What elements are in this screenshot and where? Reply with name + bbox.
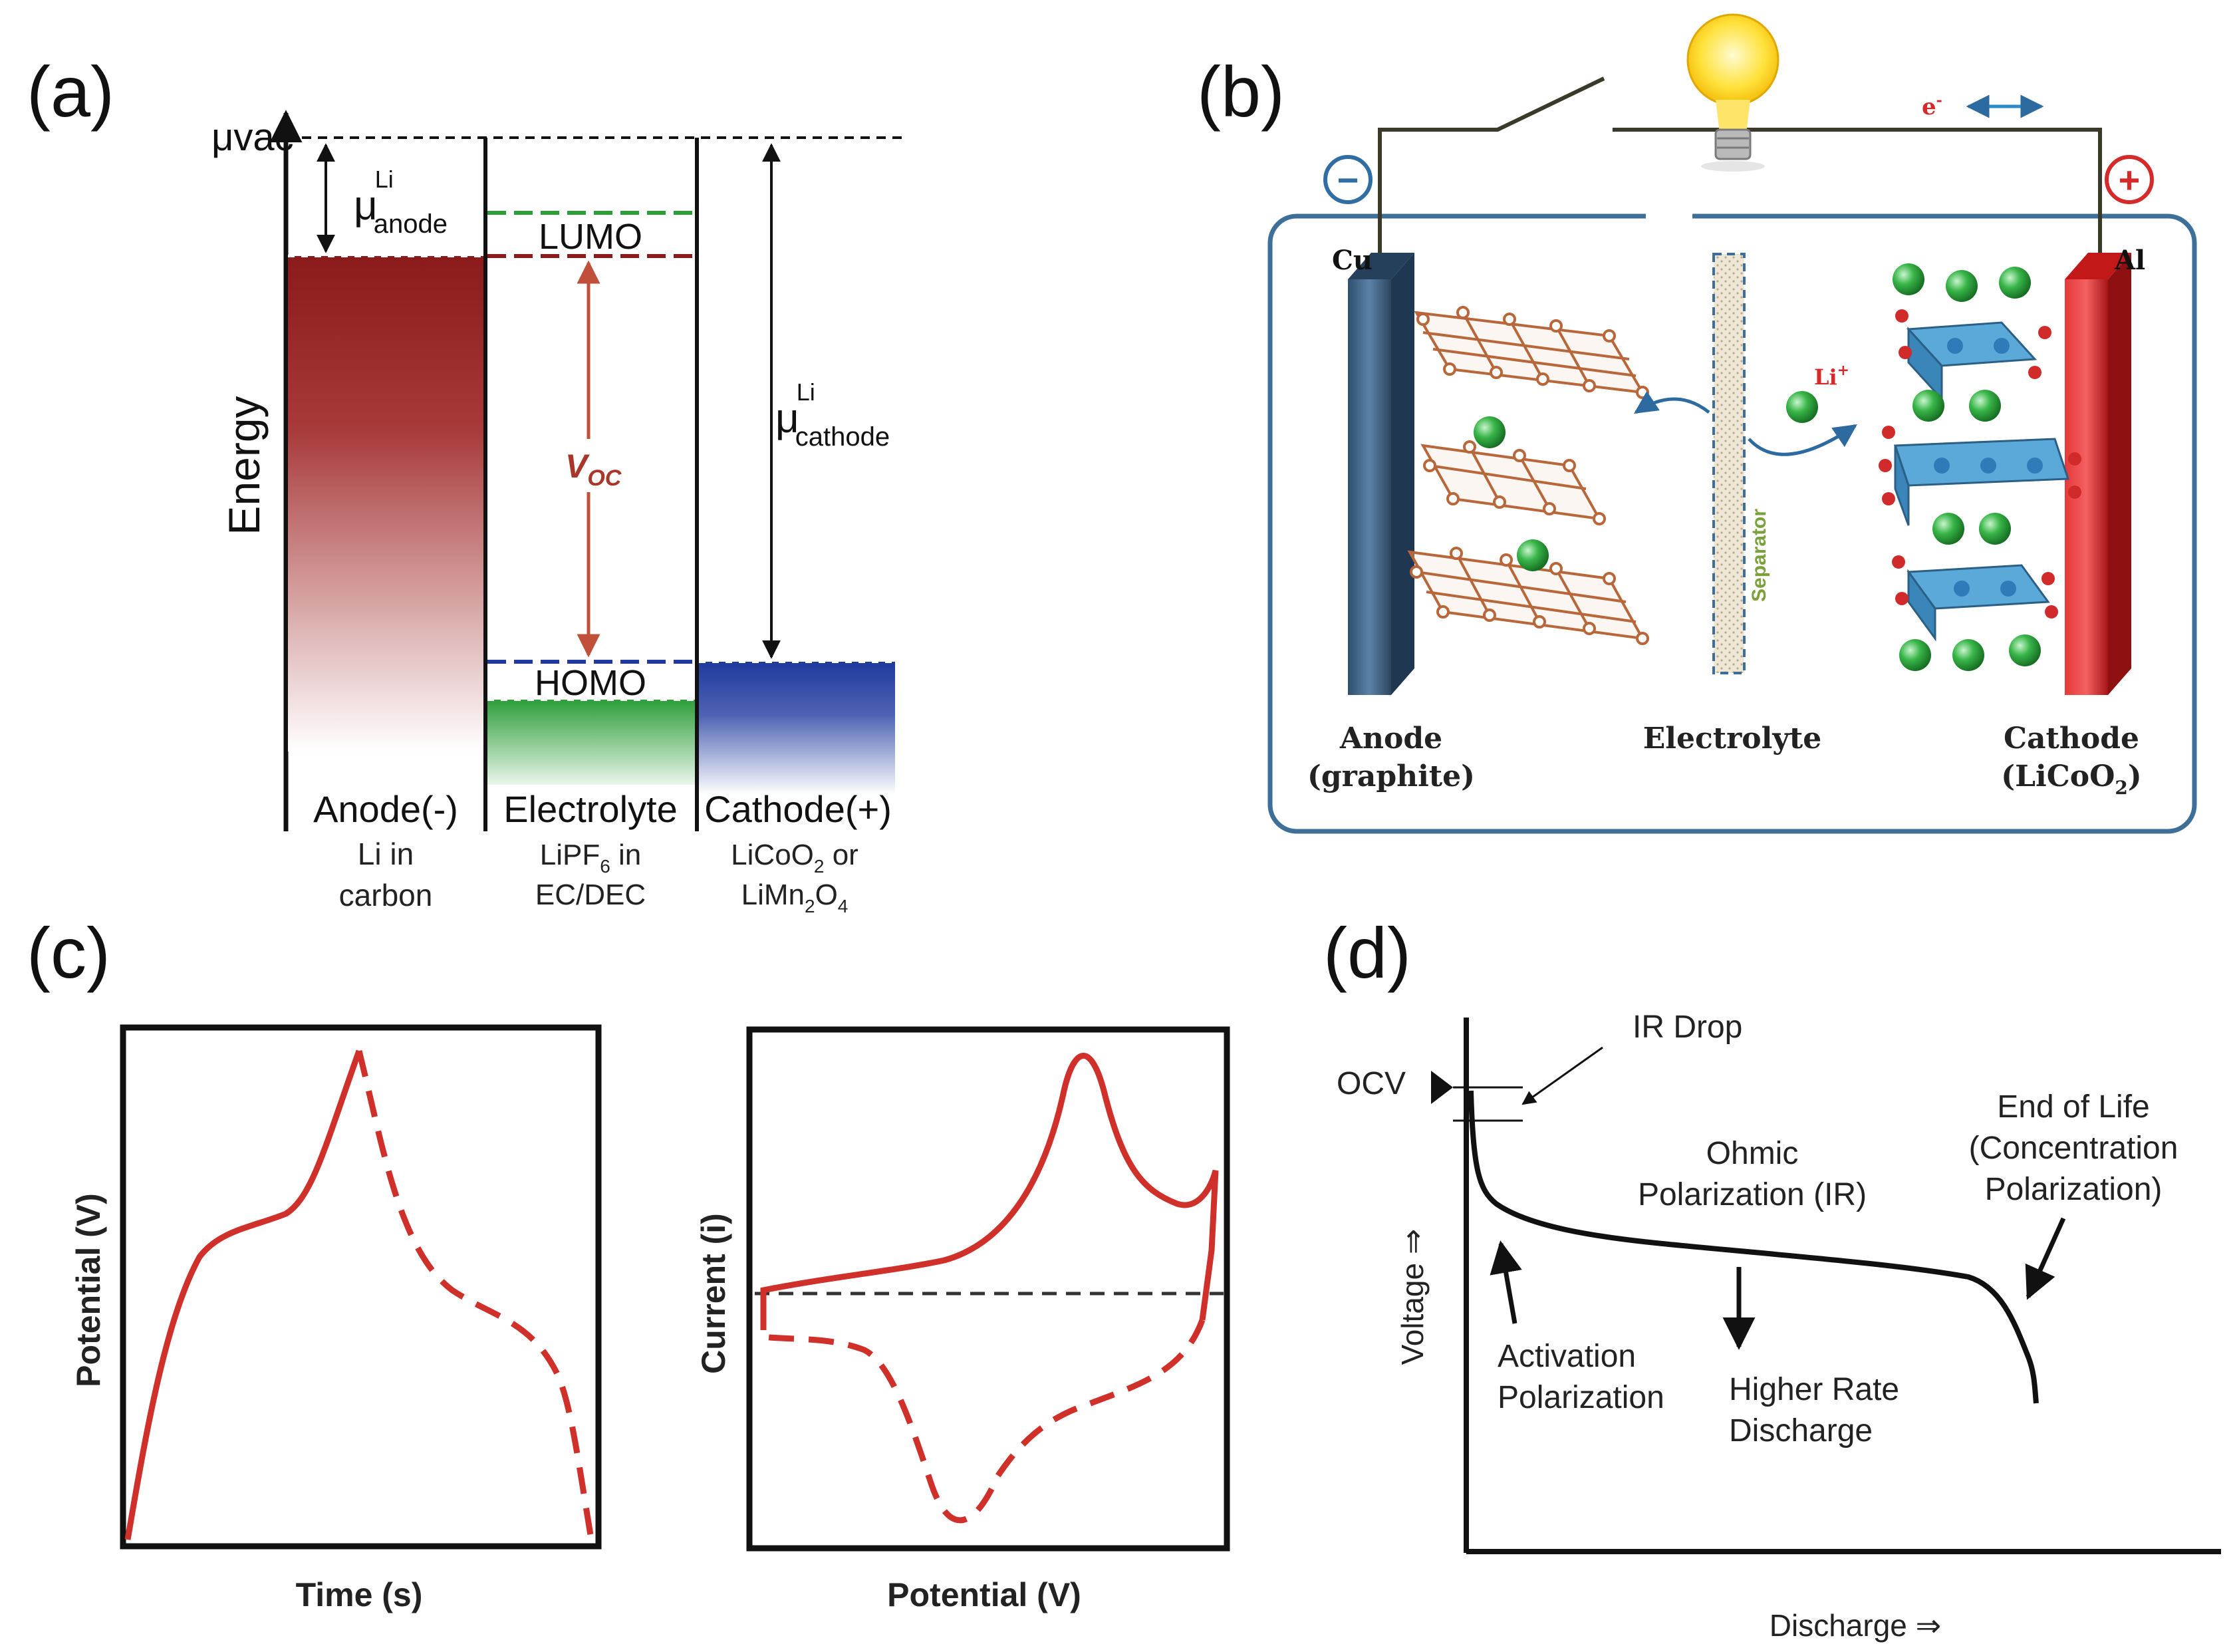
end-of-life-label-line2: (Concentration [1969,1131,2178,1166]
panel-label-b: (b) [1197,51,1285,132]
higher-rate-label-line1: Higher Rate [1729,1372,1899,1407]
ocv-label: OCV [1337,1066,1406,1101]
left-y-axis-label: Potential (V) [70,1193,107,1387]
energy-axis-label: Energy [219,396,269,535]
anode-graphite-label-line1: Anode [1339,722,1442,756]
circuit-wire-left [1378,76,1605,263]
electrolyte-homo-band [487,700,695,785]
voltage-axis-label: Voltage ⇒ [1395,1229,1430,1365]
panel-label-d: (d) [1323,912,1411,993]
discharge-curve-dashed [356,1049,595,1544]
activation-pointer-arrow [1490,1240,1522,1324]
electrolyte-material-line2: EC/DEC [535,879,646,911]
li-ion-free [1786,391,1818,423]
graphite-layers [1407,311,1645,640]
electron-label: e- [1922,92,1942,120]
cathode-licoo2-label-line1: Cathode [2004,722,2139,756]
right-y-axis-label: Current (i) [695,1213,732,1374]
anode-copper-plate [1348,253,1414,695]
left-x-axis-label: Time (s) [296,1576,423,1613]
li-ions-in-cathode [1893,263,2041,671]
negative-terminal-symbol: − [1337,159,1359,201]
separator-membrane [1712,253,1746,674]
graphite-layer-bottom [1407,550,1645,640]
anode-graphite-label-line2: (graphite) [1307,759,1475,793]
discharge-voltage-curve [1468,1090,2039,1404]
panel-label-a: (a) [27,51,114,132]
oxygen-atoms [1879,309,2081,619]
panel-c-charge-discharge-and-cv: Potential (V) Time (s) Current (i) Poten… [70,1024,1230,1613]
anode-band [288,256,483,752]
end-of-life-pointer-arrow [2025,1217,2066,1300]
discharge-axis-label: Discharge ⇒ [1770,1608,1941,1643]
li-ion-label: Li+ [1814,362,1849,390]
electrolyte-title: Electrolyte [503,788,677,830]
li-ion-arrow-to-cathode [1748,424,1857,456]
anode-material-line2: carbon [339,878,433,912]
graphite-atoms [1410,306,1649,645]
cathode-title: Cathode(+) [704,788,892,830]
ir-drop-label: IR Drop [1633,1010,1742,1045]
ocv-marker-icon [1431,1071,1453,1104]
mu-vac-label: μvac [211,116,294,159]
negative-terminal-icon: − [1323,155,1373,204]
positive-terminal-symbol: + [2119,159,2141,201]
cathode-band [699,662,895,795]
potential-time-plot-frame [120,1024,602,1550]
panel-label-c: (c) [27,912,110,993]
ohmic-label-line1: Ohmic [1706,1136,1799,1171]
frame-gap [1646,206,1692,226]
circuit-wire-right [1613,128,2102,263]
cu-label: Cu [1332,245,1373,276]
cv-anodic-curve-solid [760,1053,1219,1330]
end-of-life-label-line3: Polarization) [1985,1172,2163,1207]
li-ion-in-anode [1517,539,1549,571]
activation-label-line1: Activation [1498,1339,1636,1374]
panel-b-battery-schematic: e- − + Cu Al [1267,13,2197,834]
higher-rate-label-line2: Discharge [1729,1413,1873,1448]
voc-label: VOC [565,448,622,491]
charge-curve-solid [124,1049,362,1540]
right-x-axis-label: Potential (V) [887,1576,1081,1613]
anode-material-line1: Li in [358,837,414,871]
anode-title: Anode(-) [313,788,458,830]
homo-label: HOMO [535,663,646,703]
cathode-aluminum-plate [2065,253,2131,695]
lumo-label: LUMO [539,217,642,257]
cyclic-voltammogram-frame [746,1026,1230,1552]
cv-cathodic-curve-dashed [763,1319,1206,1524]
li-ion-in-anode [1474,416,1506,448]
li-ion-arrow-to-anode [1634,390,1710,414]
ohmic-label-line2: Polarization (IR) [1638,1177,1867,1212]
activation-label-line2: Polarization [1498,1380,1664,1415]
cobalt-atoms [1934,338,2043,597]
separator-label: Separator [1748,509,1770,602]
al-label: Al [2114,245,2145,276]
cathode-licoo2-label-line2: (LiCoO2) [2001,759,2141,799]
coo2-octahedra [1893,321,2070,642]
end-of-life-label-line1: End of Life [1997,1089,2150,1125]
electrolyte-material-line1: LiPF6 in [540,839,642,877]
electrolyte-label: Electrolyte [1643,722,1822,756]
cathode-material-line2: LiMn2O4 [741,879,849,916]
cathode-material-line1: LiCoO2 or [731,839,858,877]
licoo2-crystal [1879,263,2081,671]
light-bulb-icon [1686,13,1779,172]
panel-d-discharge-curve: IR Drop OCV Ohmic Polarization (IR) End … [1337,1010,2221,1643]
ir-drop-pointer-arrow [1521,1046,1603,1105]
positive-terminal-icon: + [2105,155,2154,204]
